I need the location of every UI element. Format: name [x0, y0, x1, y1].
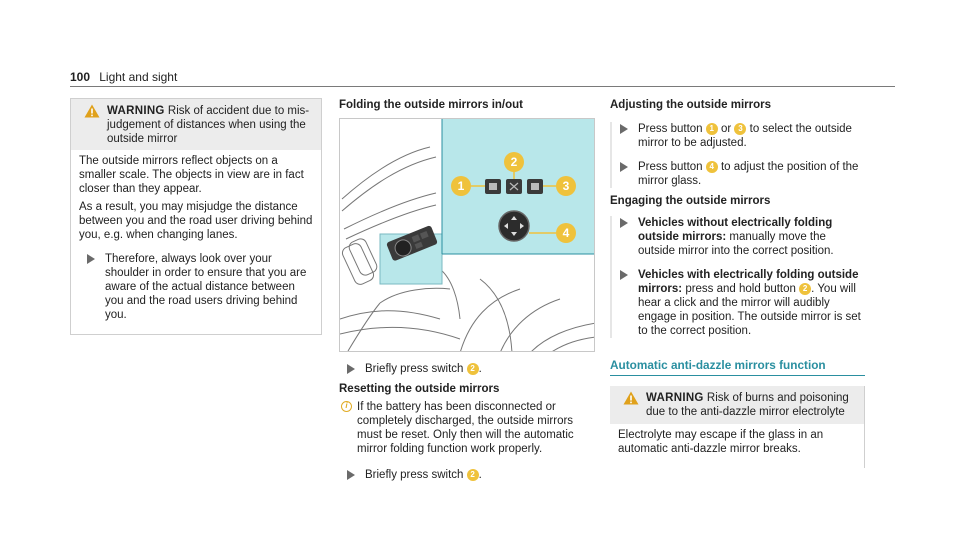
- instruction-step: Press button 1 or 3 to select the outsid…: [612, 122, 865, 150]
- condition-label: Vehicles with electrically folding outsi…: [638, 269, 859, 295]
- callout-badge: 2: [466, 469, 479, 481]
- warning-paragraph: As a result, you may misjudge the distan…: [79, 201, 313, 241]
- step-text: to adjust the position of the mirror gla…: [638, 161, 859, 187]
- anti-dazzle-heading: Automatic anti-dazzle mirrors function: [610, 358, 826, 372]
- column-right: Adjusting the outside mirrors Press butt…: [610, 98, 865, 468]
- step-text: to select the outside mirror to be adjus…: [638, 123, 852, 149]
- callout-2: 2: [511, 155, 518, 169]
- heading-rule: [610, 375, 865, 376]
- step-arrow-icon: [620, 218, 628, 228]
- warning-header: WARNING Risk of accident due to mis-judg…: [71, 99, 321, 150]
- warning-title: Risk of burns and poisoning due to the a…: [646, 392, 849, 418]
- step-text: Briefly press switch: [365, 469, 464, 481]
- callout-badge: 2: [799, 283, 812, 295]
- column-middle: Folding the outside mirrors in/out: [339, 98, 595, 486]
- warning-body: The outside mirrors reflect objects on a…: [71, 150, 321, 334]
- page-number: 100: [70, 70, 91, 84]
- folding-heading: Folding the outside mirrors in/out: [339, 99, 523, 111]
- condition-text: manually move the outside mirror into th…: [638, 231, 834, 257]
- warning-title: Risk of accident due to mis-judgement of…: [107, 105, 310, 145]
- callout-1: 1: [458, 179, 465, 193]
- warning-box: WARNING Risk of accident due to mis-judg…: [70, 98, 322, 335]
- step-arrow-icon: [87, 254, 95, 264]
- warning-triangle-icon: [84, 104, 100, 118]
- condition-text: press and hold button: [685, 283, 796, 295]
- info-note: i If the battery has been disconnected o…: [339, 400, 595, 456]
- warning-label: WARNING: [107, 105, 165, 117]
- step-text: Therefore, always look over your shoulde…: [105, 253, 307, 321]
- step-text: Press button: [638, 123, 703, 135]
- condition-text: You will hear a click and the mirror wil…: [638, 283, 861, 337]
- callout-badge: 2: [466, 363, 479, 375]
- instruction-step: Press button 4 to adjust the position of…: [612, 160, 865, 188]
- instruction-step: Briefly press switch 2.: [339, 362, 595, 376]
- callout-badge: 4: [705, 161, 718, 173]
- callout-badge: 1: [705, 123, 718, 135]
- steps-block: Press button 1 or 3 to select the outsid…: [610, 122, 865, 188]
- warning-header: WARNING Risk of burns and poisoning due …: [610, 386, 864, 424]
- step-text: or: [720, 123, 732, 135]
- callout-badge: 3: [734, 123, 747, 135]
- adjust-heading: Adjusting the outside mirrors: [610, 99, 772, 111]
- step-arrow-icon: [347, 470, 355, 480]
- warning-triangle-icon: [623, 391, 639, 405]
- info-icon: i: [341, 401, 352, 412]
- mirror-select-buttons: [485, 179, 543, 194]
- anti-dazzle-section: Automatic anti-dazzle mirrors function: [610, 358, 865, 376]
- warning-body: Electrolyte may escape if the glass in a…: [610, 424, 864, 468]
- condition-item: Vehicles without electrically folding ou…: [612, 216, 865, 258]
- instruction-step: Therefore, always look over your shoulde…: [79, 252, 313, 322]
- warning-label: WARNING: [646, 392, 704, 404]
- door-panel-drawing: 1 2 3 4: [340, 119, 594, 351]
- warning-paragraph: Electrolyte may escape if the glass in a…: [618, 429, 824, 455]
- note-text: If the battery has been disconnected or …: [357, 401, 574, 455]
- condition-item: Vehicles with electrically folding outsi…: [612, 268, 865, 338]
- mirror-switch-illustration: 1 2 3 4: [339, 118, 595, 352]
- section-title: Light and sight: [99, 70, 178, 84]
- header-rule: [70, 86, 895, 87]
- page-header: 100 Light and sight: [70, 70, 895, 86]
- instruction-step: Briefly press switch 2.: [339, 468, 595, 482]
- callout-4: 4: [563, 226, 570, 240]
- warning-paragraph: The outside mirrors reflect objects on a…: [79, 155, 304, 195]
- reset-heading: Resetting the outside mirrors: [339, 383, 500, 395]
- step-text: Press button: [638, 161, 703, 173]
- step-arrow-icon: [620, 124, 628, 134]
- callout-3: 3: [563, 179, 570, 193]
- engage-heading: Engaging the outside mirrors: [610, 195, 771, 207]
- column-left: WARNING Risk of accident due to mis-judg…: [70, 98, 322, 335]
- step-arrow-icon: [347, 364, 355, 374]
- step-text: Briefly press switch: [365, 363, 464, 375]
- step-arrow-icon: [620, 162, 628, 172]
- steps-block: Vehicles without electrically folding ou…: [610, 216, 865, 338]
- warning-box: WARNING Risk of burns and poisoning due …: [610, 386, 865, 468]
- condition-label: Vehicles without electrically folding ou…: [638, 217, 833, 243]
- step-arrow-icon: [620, 270, 628, 280]
